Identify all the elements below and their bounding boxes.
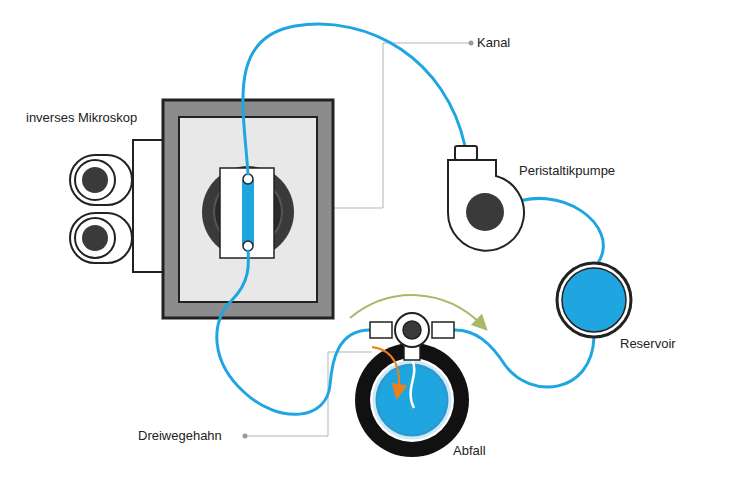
waste-container (355, 343, 469, 457)
peristaltic-pump (448, 146, 524, 251)
reservoir (557, 263, 631, 337)
part-label: Kanal (477, 35, 510, 51)
microscope (70, 100, 333, 318)
flow-arrow (372, 347, 399, 392)
three-way-stopcock (370, 313, 454, 360)
part-label: Dreiwegehahn (138, 428, 222, 444)
part-label: Peristaltikpumpe (519, 163, 615, 179)
part-label: Abfall (453, 443, 486, 459)
tubing (217, 24, 603, 414)
part-label: Reservoir (620, 336, 676, 352)
part-label: inverses Mikroskop (26, 110, 137, 126)
flow-arrow (350, 295, 482, 325)
